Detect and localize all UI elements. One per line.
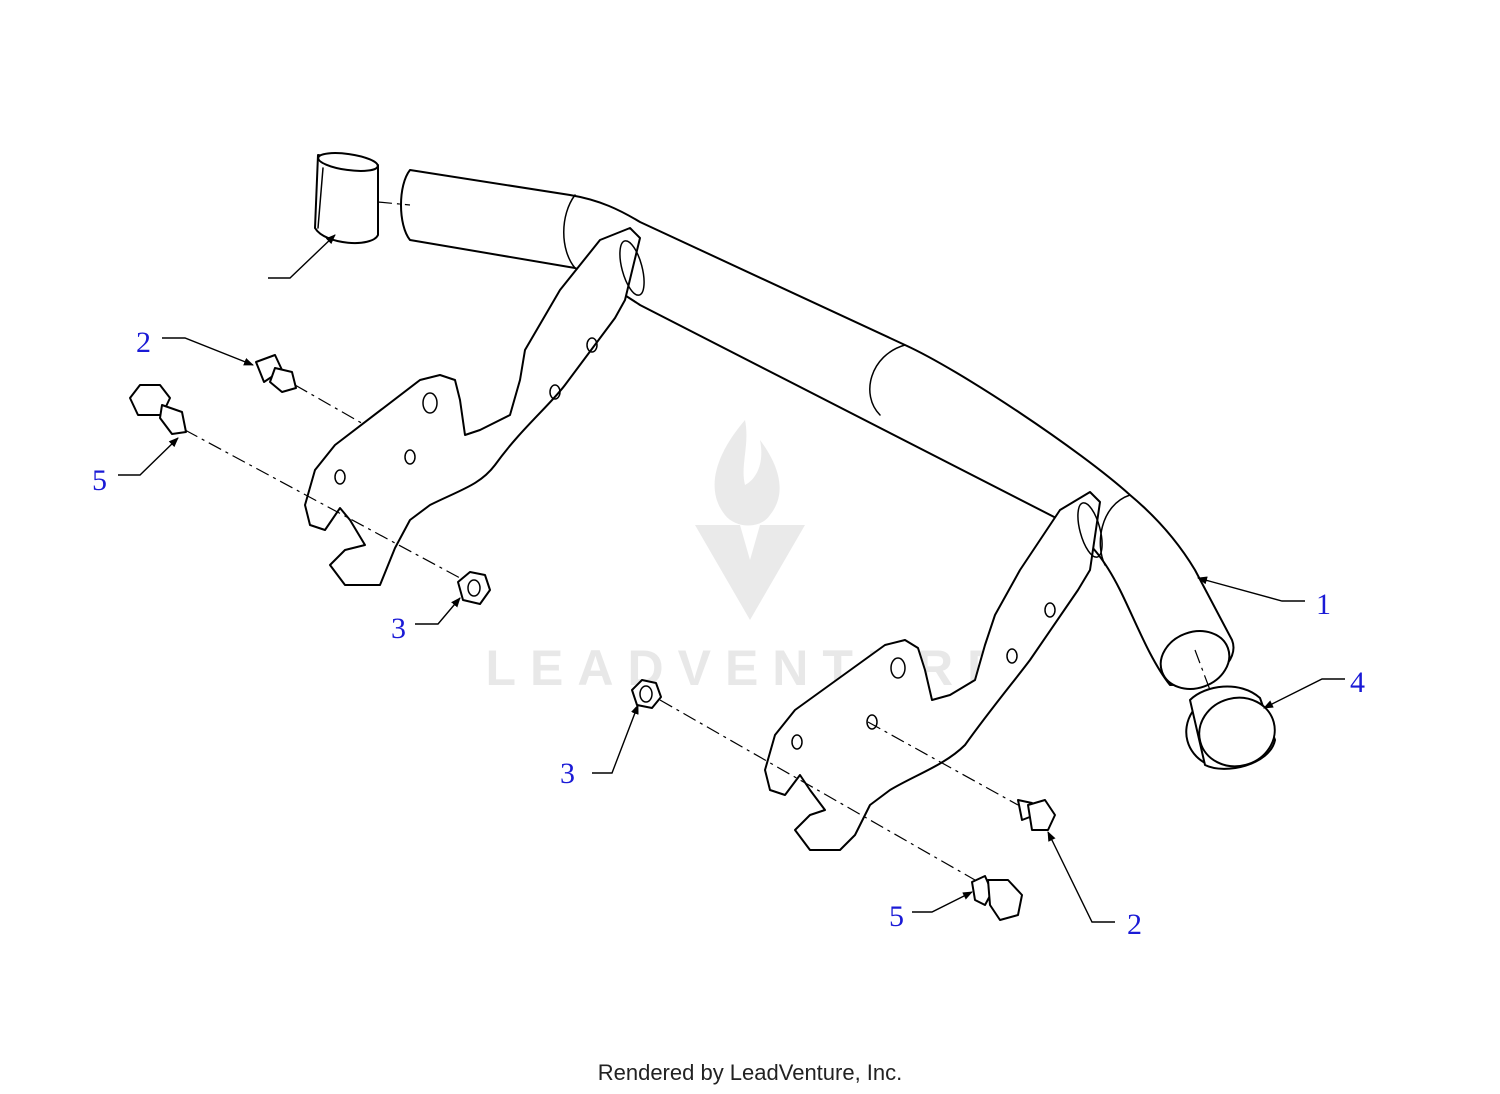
- part-5-bolt-left: [129, 384, 461, 579]
- callout-3-right[interactable]: 3: [560, 757, 575, 790]
- left-bracket: [304, 227, 645, 586]
- part-3-nut-left: [457, 571, 491, 605]
- callout-1[interactable]: 1: [1316, 588, 1331, 621]
- part-5-bolt-right: [971, 875, 1023, 921]
- part-2-bolt-right: [867, 721, 1056, 831]
- watermark-text: LEADVENTURE: [485, 640, 1014, 696]
- right-bracket: [764, 491, 1103, 851]
- callout-2-left[interactable]: 2: [136, 326, 151, 359]
- callout-labels: 2 5 3 3 1 4 5 2: [92, 326, 1365, 941]
- watermark-logo: LEADVENTURE: [485, 420, 1014, 696]
- flame-icon: [714, 420, 780, 526]
- callout-5-right[interactable]: 5: [889, 900, 904, 933]
- bushing-top: [268, 152, 411, 279]
- callout-5-left[interactable]: 5: [92, 464, 107, 497]
- footer-credit: Rendered by LeadVenture, Inc.: [597, 1060, 903, 1085]
- callout-2-right[interactable]: 2: [1127, 908, 1142, 941]
- callout-3-left[interactable]: 3: [391, 612, 406, 645]
- part-2-bolt-left: [255, 354, 366, 426]
- v-mark-icon: [695, 525, 805, 620]
- hardware: [129, 354, 1056, 921]
- leaders: [118, 337, 1345, 923]
- part-3-nut-right: [631, 679, 976, 881]
- part-4-cap: [1185, 649, 1276, 770]
- callout-4[interactable]: 4: [1350, 666, 1365, 699]
- part-1-tube: [400, 169, 1235, 690]
